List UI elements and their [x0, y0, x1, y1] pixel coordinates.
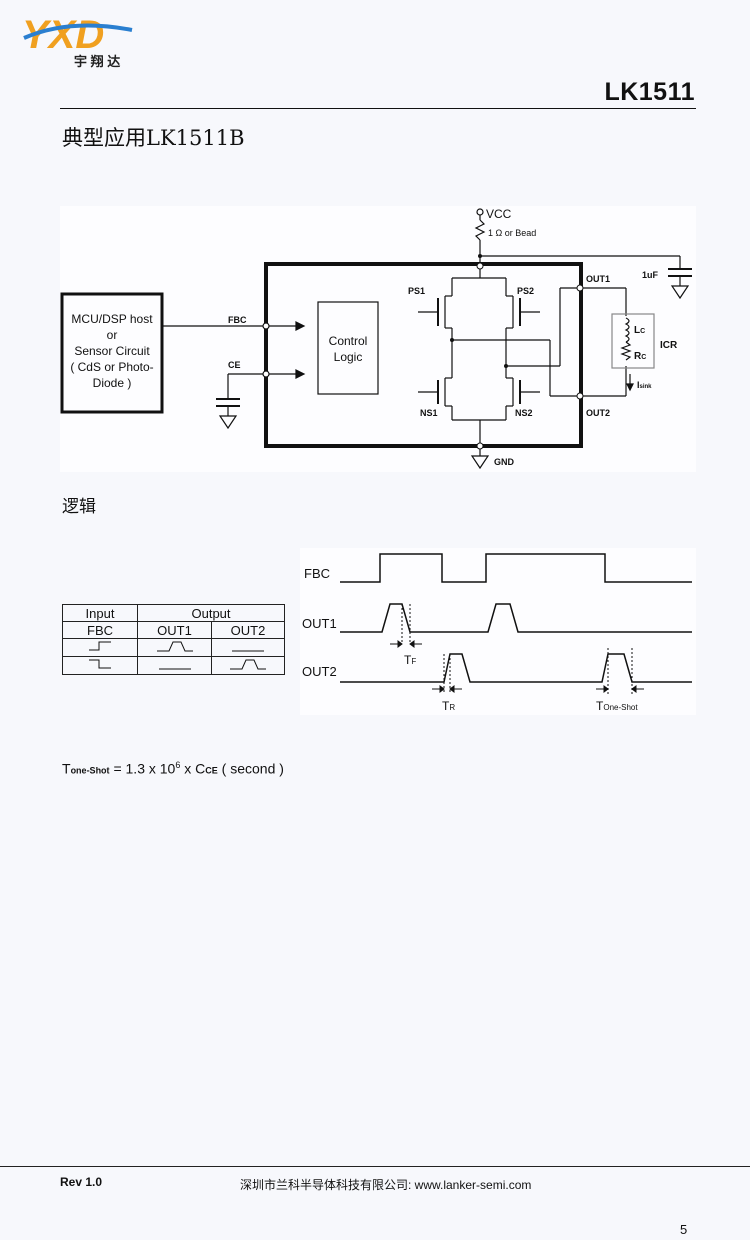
- section-title: 典型应用LK1511B: [62, 126, 245, 150]
- host-line-4: ( CdS or Photo-: [70, 360, 153, 374]
- pulse-icon: [137, 638, 212, 657]
- input-header: Input: [62, 604, 138, 622]
- application-schematic: VCC 1 Ω or Bead MCU/DSP host or Sensor C…: [60, 206, 696, 472]
- company-info: 深圳市兰科半导体科技有限公司: www.lanker-semi.com: [240, 1178, 532, 1192]
- ce-pin-label: CE: [228, 360, 241, 370]
- falling-edge-icon: [62, 656, 138, 675]
- host-line-2: or: [107, 328, 118, 342]
- output-header: Output: [137, 604, 285, 622]
- logic-table: Input Output FBC OUT1 OUT2: [62, 604, 285, 675]
- host-line-5: Diode ): [93, 376, 132, 390]
- tos-sub: One-Shot: [603, 703, 638, 712]
- timing-out1-label: OUT1: [302, 616, 337, 631]
- formula-c-sub: CE: [205, 765, 218, 776]
- footer-rule: [0, 1166, 750, 1167]
- logo-cn-text: 宇 翔 达: [74, 54, 120, 69]
- ns2-label: NS2: [515, 408, 533, 418]
- formula-tail: ( second ): [217, 760, 284, 777]
- out2-header: OUT2: [211, 621, 285, 639]
- ps2-label: PS2: [517, 286, 534, 296]
- fbc-pin-label: FBC: [228, 315, 247, 325]
- logic-subtitle: 逻辑: [62, 497, 96, 516]
- svg-text:TOne-Shot: TOne-Shot: [596, 699, 638, 713]
- low-level-icon: [211, 638, 285, 657]
- formula-exp: 6: [175, 760, 181, 770]
- tr-label: T: [442, 699, 450, 713]
- vcc-label: VCC: [486, 207, 512, 221]
- out1-label: OUT1: [586, 274, 610, 284]
- rising-edge-icon: [62, 638, 138, 657]
- isink-sub: sink: [640, 384, 653, 390]
- svg-text:LC: LC: [634, 325, 645, 336]
- out2-label: OUT2: [586, 408, 610, 418]
- page-number: 5: [680, 1222, 688, 1237]
- timing-diagram: FBC OUT1 OUT2 TF TR TOne-Shot: [300, 548, 696, 715]
- tf-label: T: [404, 653, 412, 667]
- company-logo: YXD 宇 翔 达: [20, 8, 140, 70]
- part-number: LK1511: [604, 78, 695, 106]
- lc-sub: C: [640, 328, 645, 335]
- resistor-label: 1 Ω or Bead: [488, 228, 536, 238]
- header-rule: [60, 108, 696, 109]
- cap-label: 1uF: [642, 270, 659, 280]
- out1-header: OUT1: [137, 621, 212, 639]
- fbc-header: FBC: [62, 621, 138, 639]
- control-logic-line-1: Control: [329, 334, 368, 348]
- svg-text:TR: TR: [442, 699, 455, 713]
- svg-text:Isink: Isink: [637, 380, 652, 390]
- host-line-3: Sensor Circuit: [74, 344, 150, 358]
- tos-label: T: [596, 699, 604, 713]
- host-line-1: MCU/DSP host: [71, 312, 153, 326]
- control-logic-line-2: Logic: [334, 350, 363, 364]
- gnd-label: GND: [494, 457, 515, 467]
- svg-text:TF: TF: [404, 653, 416, 667]
- pulse-icon: [211, 656, 285, 675]
- rc-label: R: [634, 351, 642, 362]
- ps1-label: PS1: [408, 286, 425, 296]
- lc-label: L: [634, 325, 640, 336]
- revision-label: Rev 1.0: [60, 1175, 103, 1189]
- formula-t: T: [62, 760, 71, 777]
- icr-label: ICR: [660, 340, 678, 351]
- formula-t-sub: one-Shot: [70, 765, 110, 776]
- ns1-label: NS1: [420, 408, 438, 418]
- rc-sub: C: [641, 354, 646, 361]
- svg-text:RC: RC: [634, 351, 646, 362]
- one-shot-formula: Tone-Shot = 1.3 x 106 x CCE ( second ): [62, 760, 284, 777]
- timing-out2-label: OUT2: [302, 664, 337, 679]
- tf-sub: F: [411, 657, 416, 666]
- logo-swoosh: [23, 23, 133, 40]
- timing-fbc-label: FBC: [304, 566, 330, 581]
- isink-label: I: [637, 380, 640, 390]
- formula-mid: = 1.3 x 10: [109, 760, 176, 777]
- formula-x: x C: [180, 760, 206, 777]
- tr-sub: R: [449, 703, 455, 712]
- low-level-icon: [137, 656, 212, 675]
